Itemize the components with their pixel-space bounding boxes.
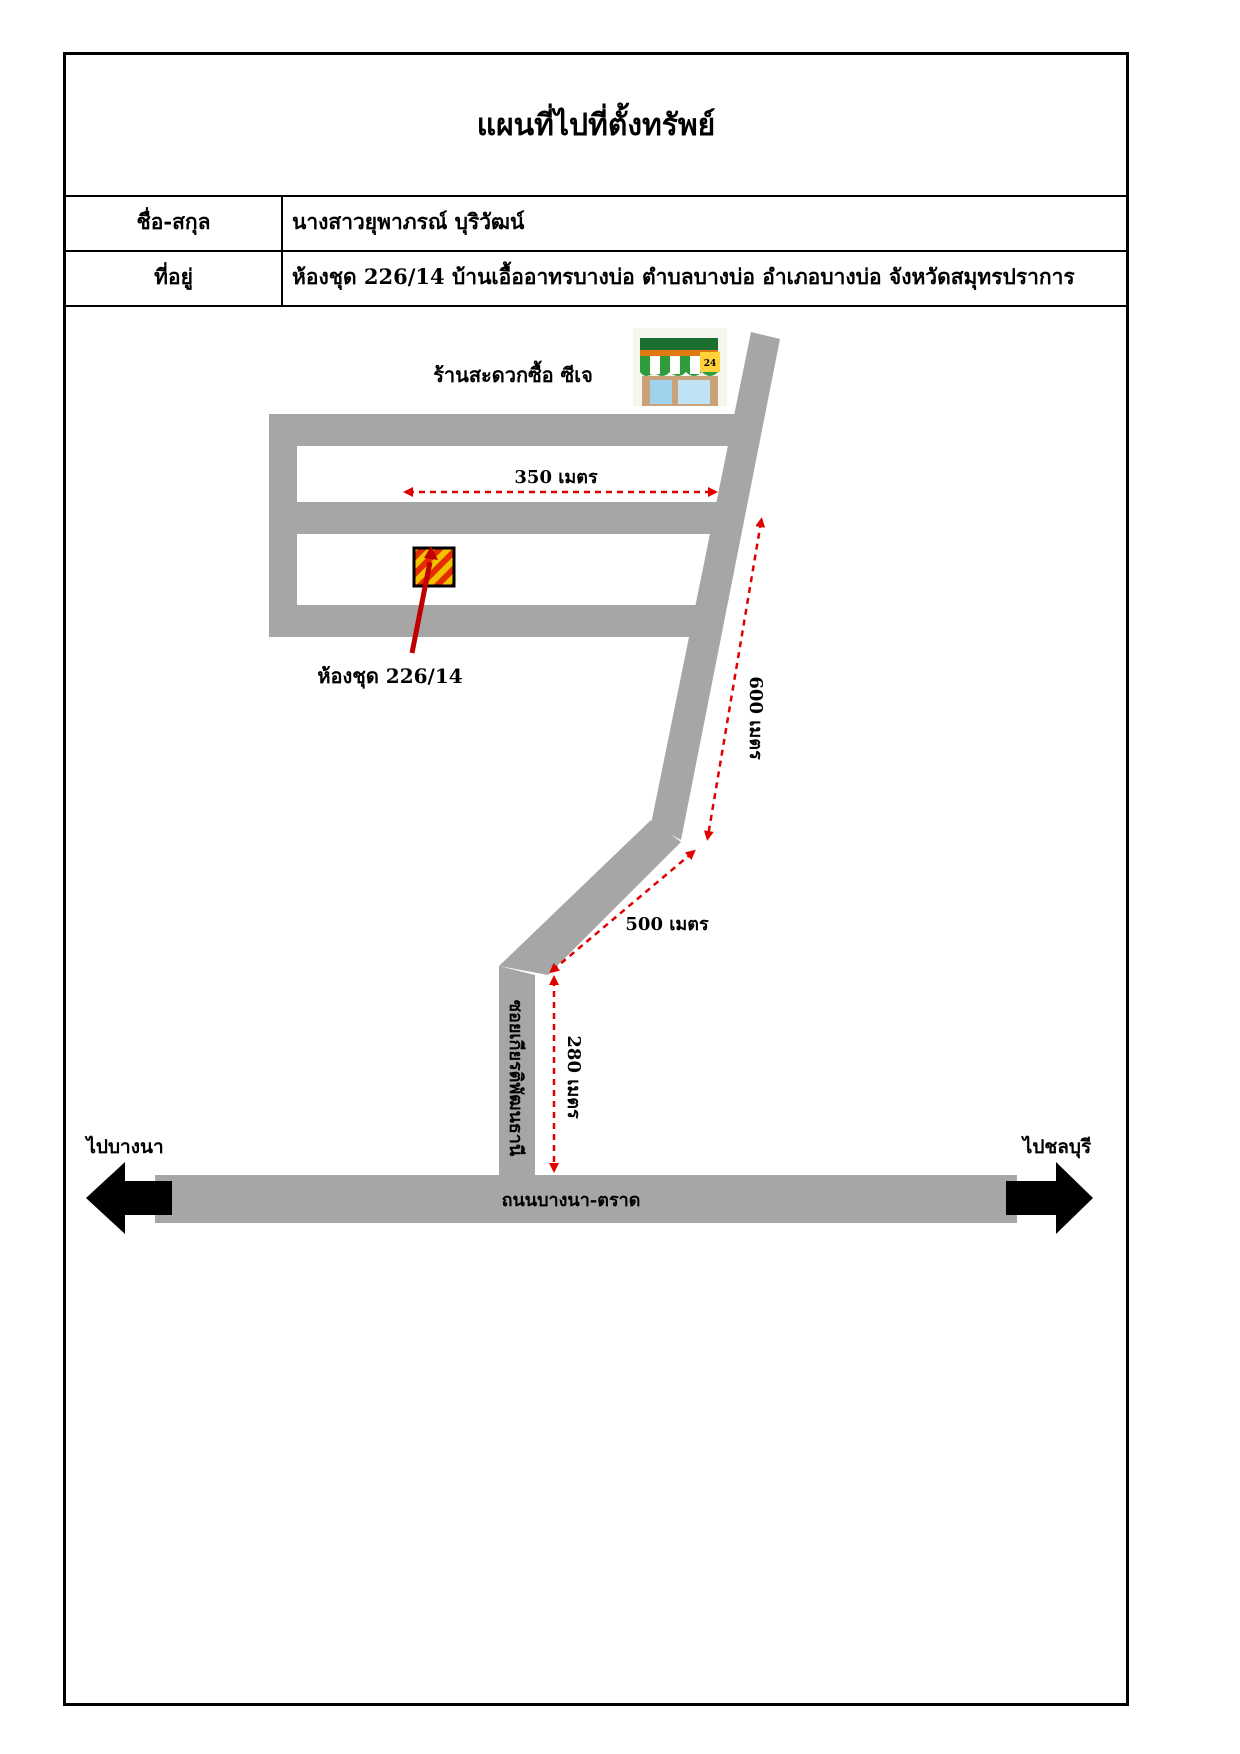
dimension-500 — [549, 849, 696, 974]
distance-600-label: 600 เมตร — [745, 676, 766, 760]
distance-500-label: 500 เมตร — [625, 914, 709, 935]
property-pointer — [409, 561, 433, 654]
road-main-soi — [651, 332, 780, 840]
soi-name-label: ซอยเกียรติพัฒนธานี — [505, 1000, 526, 1157]
distance-280-label: 280 เมตร — [563, 1035, 584, 1119]
right-direction-arrow — [1006, 1162, 1093, 1234]
store-label: ร้านสะดวกซื้อ ซีเจ — [433, 360, 593, 387]
road-top — [269, 414, 735, 446]
dimension-600 — [703, 517, 766, 841]
store-hours-text: 24 — [704, 359, 717, 369]
name-value: นางสาวยุพาภรณ์ บุริวัฒน์ — [292, 209, 525, 234]
address-label: ที่อยู่ — [66, 250, 283, 305]
page-title: แผนที่ไปที่ตั้งทรัพย์ — [476, 107, 716, 143]
main-road-label: ถนนบางนา-ตราด — [502, 1190, 641, 1211]
distance-350-label: 350 เมตร — [514, 467, 598, 488]
road-bang-na-trat — [155, 1175, 1017, 1223]
roads — [155, 332, 1017, 1223]
title-row: แผนที่ไปที่ตั้งทรัพย์ — [66, 55, 1126, 197]
name-row: ชื่อ-สกุล นางสาวยุพาภรณ์ บุริวัฒน์ — [66, 195, 1126, 252]
road-bottom — [269, 605, 707, 637]
dimension-lines — [403, 487, 766, 1173]
left-direction-label: ไปบางนา — [84, 1135, 163, 1158]
convenience-store-icon: 24 — [633, 328, 727, 406]
address-row: ที่อยู่ ห้องชุด 226/14 บ้านเอื้ออาทรบางบ… — [66, 250, 1126, 307]
right-direction-label: ไปชลบุรี — [1021, 1135, 1092, 1159]
address-value: ห้องชุด 226/14 บ้านเอื้ออาทรบางบ่อ ตำบลบ… — [292, 264, 1075, 289]
pointer-head — [424, 546, 438, 560]
road-left — [269, 442, 297, 636]
road-soi-lower — [499, 966, 535, 1175]
map-frame: แผนที่ไปที่ตั้งทรัพย์ ชื่อ-สกุล นางสาวยุ… — [63, 52, 1129, 1706]
name-label: ชื่อ-สกุล — [66, 195, 283, 250]
road-middle — [269, 502, 729, 534]
left-direction-arrow — [86, 1162, 172, 1234]
road-angled — [499, 820, 681, 975]
property-label: ห้องชุด 226/14 — [317, 664, 462, 689]
